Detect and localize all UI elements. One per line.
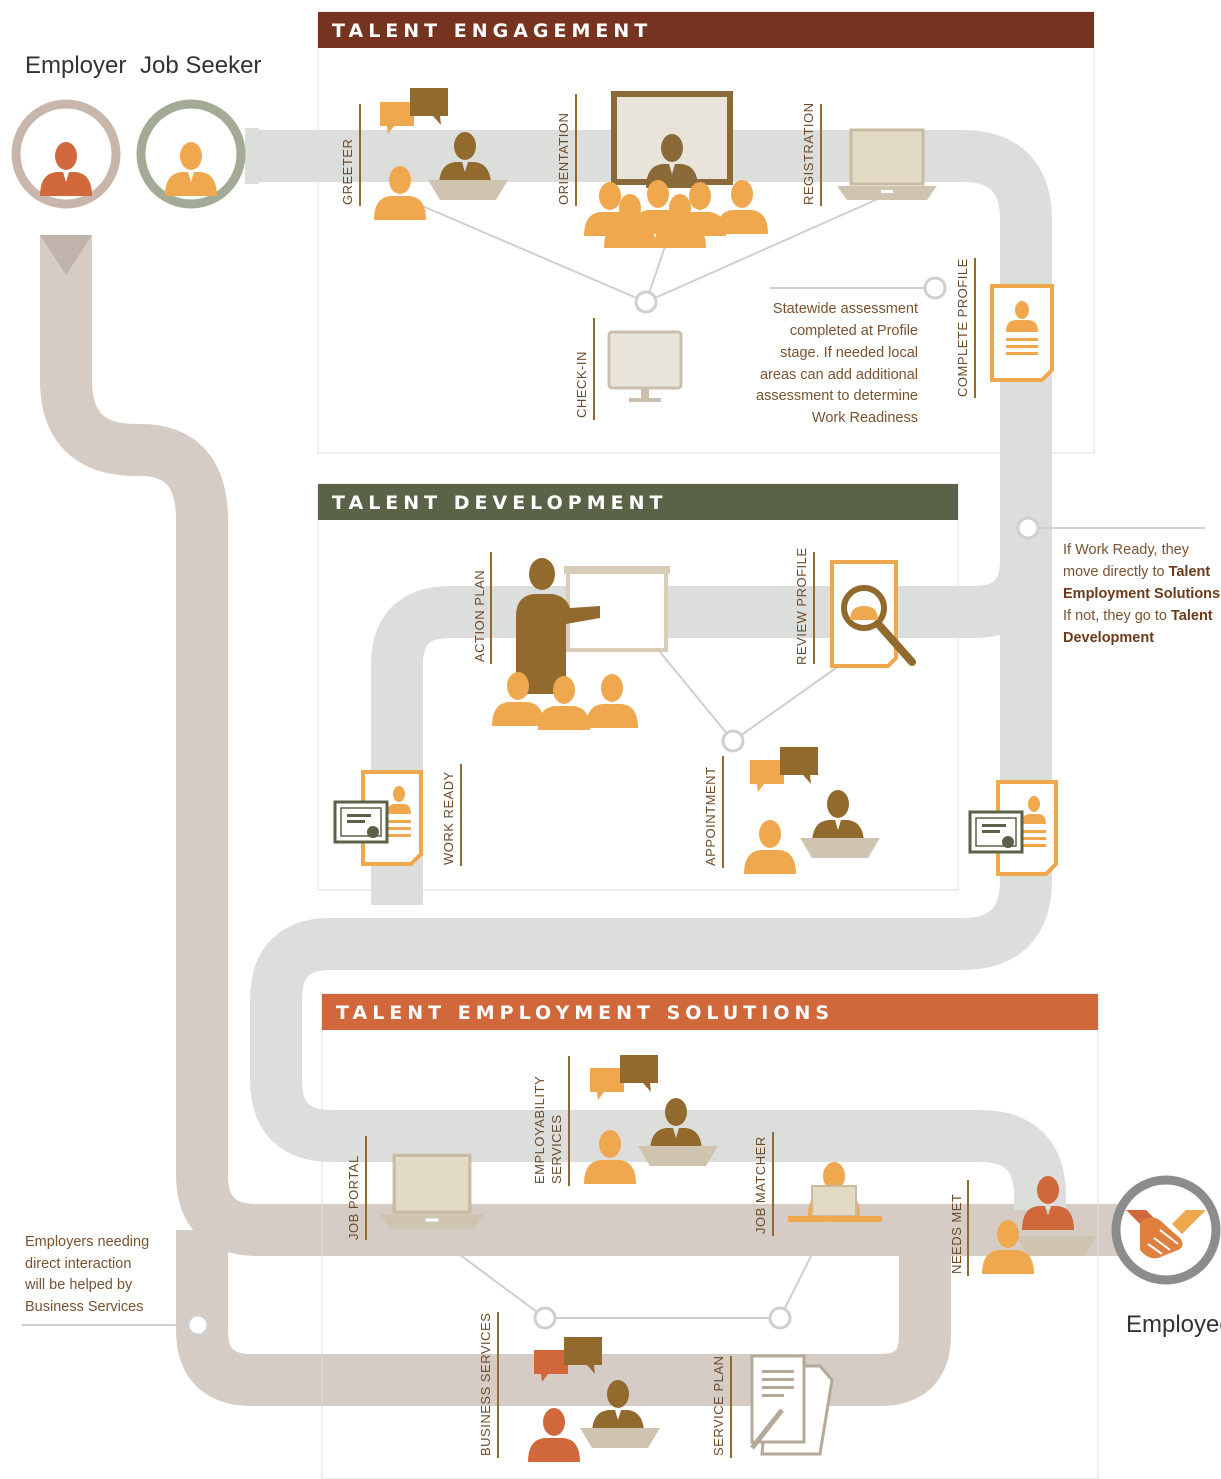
work-ready-certificate-icon xyxy=(333,770,423,866)
label-work-ready: WORK READY xyxy=(441,771,456,865)
connector-lines xyxy=(22,197,1205,1326)
assessment-line-3: stage. If needed local xyxy=(780,345,918,361)
registration-laptop-icon xyxy=(835,128,939,202)
employers-note: Employers needing direct interaction wil… xyxy=(24,1234,149,1315)
connector-nodes xyxy=(186,276,1040,1337)
label-greeter: GREETER xyxy=(340,139,355,205)
handshake-icon xyxy=(1126,1210,1206,1259)
job-seeker-path xyxy=(245,130,1066,1222)
node-employers xyxy=(186,1313,210,1337)
employers-line-1: Employers needing xyxy=(25,1234,149,1250)
work-ready-line-1: If Work Ready, they xyxy=(1063,542,1190,558)
appointment-icon xyxy=(744,747,880,874)
node-profile xyxy=(923,276,947,300)
employer-label: Employer xyxy=(25,52,126,79)
label-needs-met: NEEDS MET xyxy=(949,1194,964,1274)
label-business-services: BUSINESS SERVICES xyxy=(478,1313,493,1456)
talent-development-panel: TALENT DEVELOPMENT xyxy=(317,483,959,891)
node-service-plan xyxy=(768,1306,792,1330)
orientation-icon xyxy=(584,91,768,248)
employment-title: TALENT EMPLOYMENT SOLUTIONS xyxy=(336,1002,834,1024)
node-checkin xyxy=(634,290,658,314)
employers-line-3: will be helped by xyxy=(24,1277,133,1293)
label-appointment: APPOINTMENT xyxy=(703,767,718,866)
employer-arrow xyxy=(40,235,92,275)
label-job-portal: JOB PORTAL xyxy=(346,1155,361,1240)
review-profile-icon xyxy=(830,560,916,668)
complete-profile-icon xyxy=(990,284,1054,382)
talent-engagement-panel: TALENT ENGAGEMENT xyxy=(317,11,1095,454)
employer-actor: Employer xyxy=(11,52,126,209)
label-orientation: ORIENTATION xyxy=(556,113,571,205)
work-ready-note: If Work Ready, they move directly to Tal… xyxy=(1063,542,1221,646)
label-registration: REGISTRATION xyxy=(801,102,816,205)
label-service-plan: SERVICE PLAN xyxy=(711,1356,726,1456)
assessment-note: Statewide assessment completed at Profil… xyxy=(756,301,918,426)
label-complete-profile: COMPLETE PROFILE xyxy=(955,258,970,397)
service-plan-document-icon xyxy=(750,1354,834,1456)
side-certificate-icon xyxy=(968,780,1058,876)
label-employability-services: SERVICES xyxy=(549,1114,564,1184)
assessment-line-2: completed at Profile xyxy=(790,323,918,339)
check-in-monitor-icon xyxy=(607,330,683,404)
work-ready-line-3: Employment Solutions. xyxy=(1063,586,1221,602)
action-plan-icon xyxy=(492,558,670,730)
step-bars xyxy=(359,94,976,1458)
node-appointment xyxy=(721,729,745,753)
work-ready-line-4: If not, they go to Talent xyxy=(1063,608,1213,624)
engagement-header-bar xyxy=(318,12,1094,48)
label-employability: EMPLOYABILITY xyxy=(532,1076,547,1184)
employed-label: Employed xyxy=(1126,1311,1221,1338)
development-title: TALENT DEVELOPMENT xyxy=(332,492,667,514)
step-labels: GREETER ORIENTATION REGISTRATION CHECK-I… xyxy=(340,102,970,1456)
node-business-services xyxy=(533,1306,557,1330)
job-matcher-icon xyxy=(788,1162,882,1222)
assessment-line-4: areas can add additional xyxy=(760,367,918,383)
employment-header-bar xyxy=(322,994,1098,1030)
job-portal-laptop-icon xyxy=(377,1153,487,1231)
employers-line-2: direct interaction xyxy=(25,1256,131,1272)
development-header-bar xyxy=(318,484,958,520)
job-seeker-label: Job Seeker xyxy=(140,52,261,79)
job-seeker-arrow xyxy=(245,128,292,184)
talent-employment-panel: TALENT EMPLOYMENT SOLUTIONS xyxy=(321,993,1099,1479)
label-job-matcher: JOB MATCHER xyxy=(753,1136,768,1234)
employers-line-4: Business Services xyxy=(25,1299,143,1315)
job-seeker-actor: Job Seeker xyxy=(136,52,261,209)
work-ready-line-2: move directly to Talent xyxy=(1063,564,1210,580)
label-check-in: CHECK-IN xyxy=(574,351,589,418)
node-work-ready xyxy=(1016,516,1040,540)
employer-path xyxy=(40,235,1118,1406)
label-review-profile: REVIEW PROFILE xyxy=(794,547,809,665)
engagement-title: TALENT ENGAGEMENT xyxy=(332,20,652,42)
assessment-line-6: Work Readiness xyxy=(812,410,918,426)
assessment-line-1: Statewide assessment xyxy=(773,301,918,317)
employed-actor: Employed xyxy=(1111,1175,1221,1338)
work-ready-line-5: Development xyxy=(1063,630,1154,646)
label-action-plan: ACTION PLAN xyxy=(472,570,487,662)
assessment-line-5: assessment to determine xyxy=(756,388,918,404)
